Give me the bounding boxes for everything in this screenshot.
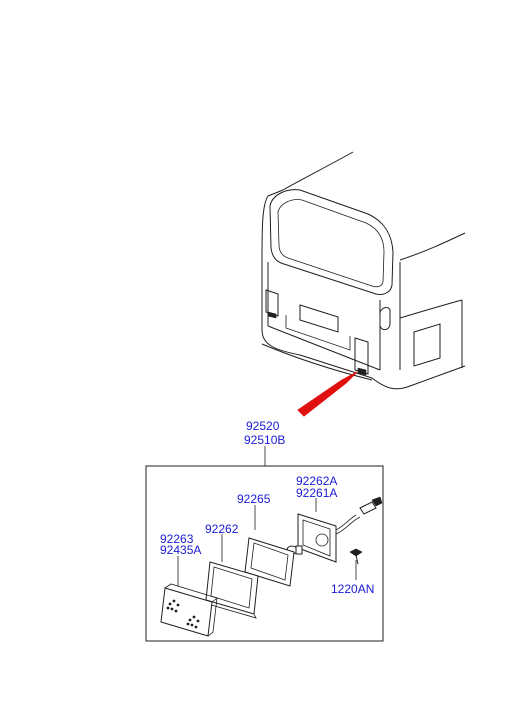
location-pointer-arrow: [297, 371, 358, 417]
lamp-housing: [205, 561, 259, 619]
exploded-view-frame: [145, 465, 384, 642]
label-gasket-92265: 92265: [237, 492, 271, 506]
socket-assembly: [297, 496, 383, 563]
label-lens-92263: 92263: [160, 532, 194, 546]
outer-gasket: [244, 537, 295, 587]
label-housing-92262: 92262: [205, 522, 239, 536]
vehicle-rear-illustration: [261, 151, 466, 417]
label-lens-92435a: 92435A: [160, 543, 201, 557]
screw: [349, 548, 363, 565]
label-socket-92261a: 92261A: [296, 486, 337, 500]
label-assembly-92520: 92520: [246, 419, 280, 433]
label-screw-1220an: 1220AN: [331, 582, 374, 596]
lamp-lens: [160, 583, 218, 637]
label-socket-92262a: 92262A: [296, 474, 337, 488]
label-assembly-92510b: 92510B: [244, 433, 285, 447]
